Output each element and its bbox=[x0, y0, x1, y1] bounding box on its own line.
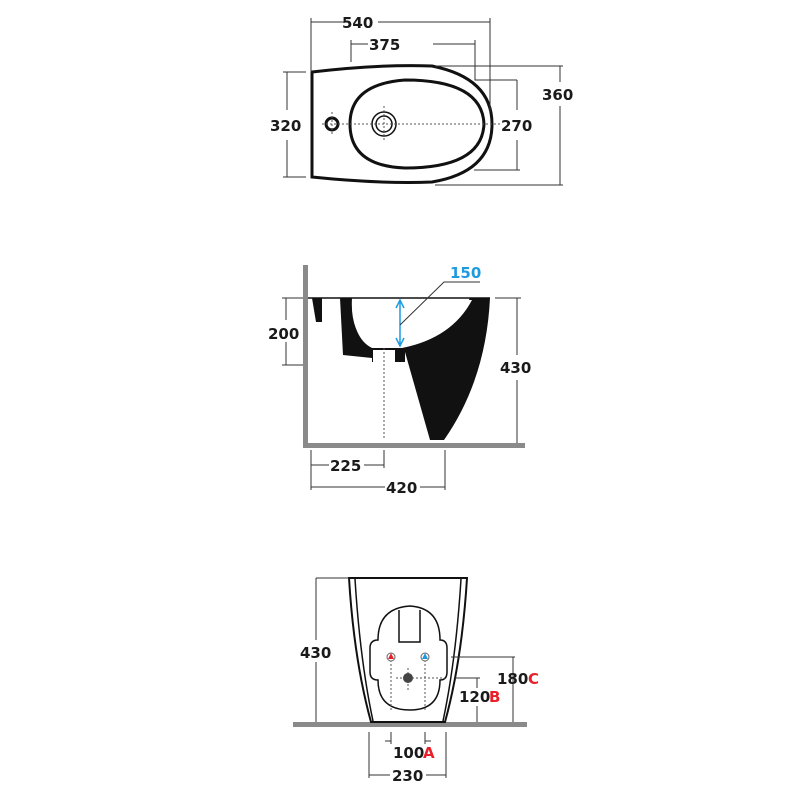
dim-270-line bbox=[474, 80, 520, 171]
dim-120-letter: B bbox=[489, 688, 500, 706]
water-depth-arrow bbox=[395, 298, 405, 348]
front-body bbox=[347, 577, 469, 723]
dim-120: 120 bbox=[459, 688, 490, 706]
plate-slot bbox=[398, 610, 421, 643]
dim-200-line bbox=[282, 297, 303, 366]
dim-540: 540 bbox=[342, 14, 373, 32]
dim-430-front-line bbox=[315, 577, 349, 722]
dim-225-line bbox=[310, 450, 385, 490]
dim-375: 375 bbox=[369, 36, 400, 54]
front-side-lines bbox=[354, 578, 462, 722]
rear-lip bbox=[312, 298, 322, 322]
dim-430-line bbox=[495, 297, 521, 443]
connection-plate bbox=[369, 605, 448, 711]
dim-225: 225 bbox=[330, 457, 361, 475]
dim-430-side: 430 bbox=[500, 359, 531, 377]
floor-front bbox=[293, 722, 527, 727]
dim-360: 360 bbox=[542, 86, 573, 104]
dim-420-line bbox=[311, 450, 446, 490]
dim-100-line bbox=[385, 732, 431, 744]
dim-100: 100 bbox=[393, 744, 424, 762]
floor bbox=[303, 443, 525, 448]
dim-180: 180 bbox=[497, 670, 528, 688]
side-view: 150 200 430 225 420 bbox=[268, 264, 531, 497]
dim-360-line bbox=[435, 65, 563, 186]
cold-arrow-icon bbox=[422, 653, 428, 659]
leader-150 bbox=[399, 281, 480, 326]
front-view: 430 180 C 120 B 100 A 230 bbox=[293, 577, 539, 785]
bowl-section bbox=[340, 298, 490, 440]
dim-270: 270 bbox=[501, 117, 532, 135]
dim-430-front: 430 bbox=[300, 644, 331, 662]
dim-320: 320 bbox=[270, 117, 301, 135]
top-view: 540 375 320 270 360 bbox=[270, 14, 573, 186]
dim-230: 230 bbox=[392, 767, 423, 785]
dim-120-line bbox=[455, 677, 480, 722]
bowl-interior bbox=[352, 300, 472, 348]
dim-180-letter: C bbox=[528, 670, 539, 688]
connection-axes bbox=[390, 660, 445, 712]
dim-420: 420 bbox=[386, 479, 417, 497]
dim-200: 200 bbox=[268, 325, 299, 343]
dim-100-letter: A bbox=[423, 744, 435, 762]
dim-150: 150 bbox=[450, 264, 481, 282]
dim-230-line bbox=[368, 732, 447, 778]
drain-outlet-front bbox=[403, 673, 413, 683]
dim-180-line bbox=[451, 656, 515, 722]
dim-320-line bbox=[283, 71, 306, 178]
dim-540-line bbox=[310, 18, 491, 112]
wall bbox=[303, 265, 308, 447]
dim-375-line bbox=[350, 40, 517, 81]
center-lines bbox=[322, 106, 500, 142]
hot-arrow-icon bbox=[388, 653, 394, 659]
